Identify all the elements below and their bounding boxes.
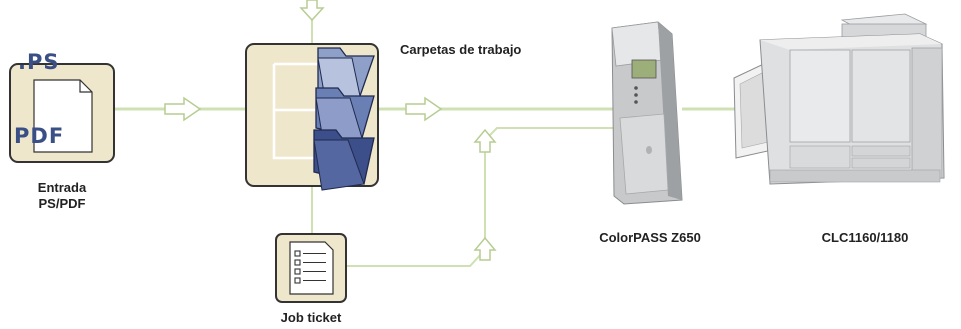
job-ticket-label: Job ticket — [280, 310, 342, 325]
arrow-down-icon — [299, 0, 325, 22]
folder-icon — [313, 129, 375, 191]
arrow-right-icon — [405, 96, 443, 122]
server-label: ColorPASS Z650 — [599, 230, 701, 245]
arrow-up-icon — [473, 128, 497, 153]
input-label-line2: PS/PDF — [38, 196, 86, 211]
folders-panel — [245, 43, 379, 191]
arrow-right-icon — [164, 96, 202, 122]
ps-format-label: .PS — [18, 50, 60, 74]
ticket-document-icon — [289, 241, 334, 295]
input-label: Entrada PS/PDF — [14, 180, 110, 212]
folders-label: Carpetas de trabajo — [400, 42, 522, 57]
input-box — [9, 63, 115, 163]
checklist-icon — [294, 250, 326, 284]
input-label-line1: Entrada — [37, 180, 87, 195]
clc-printer-image — [733, 13, 945, 185]
document-icon — [33, 79, 93, 153]
flow-line-ticket-route — [346, 127, 614, 267]
pdf-format-label: PDF — [14, 124, 65, 148]
job-ticket-box — [275, 233, 347, 303]
flow-arrows — [164, 0, 497, 261]
printer-label: CLC1160/1180 — [821, 230, 909, 245]
colorpass-server-image — [611, 21, 683, 205]
arrow-up-icon — [473, 236, 497, 261]
